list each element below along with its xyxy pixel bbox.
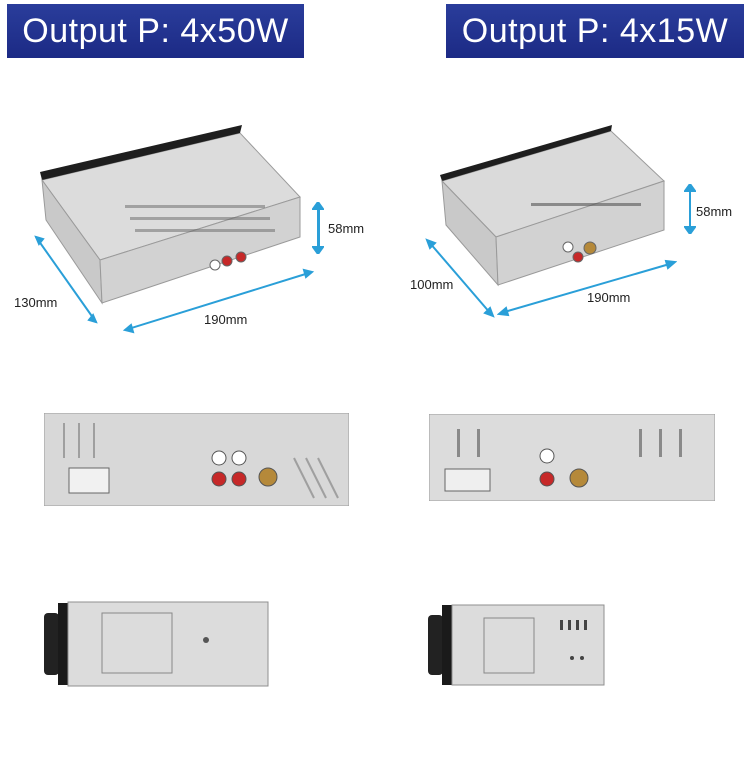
right-width-arrow bbox=[497, 259, 677, 317]
right-height-arrow bbox=[684, 184, 696, 234]
right-depth-arrow bbox=[425, 238, 495, 318]
right-unit-perspective-photo bbox=[440, 125, 665, 287]
right-depth-label: 100mm bbox=[410, 277, 454, 292]
left-width-label: 190mm bbox=[204, 312, 248, 327]
left-height-label: 58mm bbox=[328, 221, 365, 236]
left-unit-rear-photo bbox=[44, 413, 349, 506]
left-height-arrow bbox=[312, 202, 324, 254]
output-power-banner-right: Output P: 4x15W bbox=[446, 4, 744, 58]
output-power-banner-left: Output P: 4x50W bbox=[7, 4, 304, 58]
left-unit-side-photo bbox=[44, 601, 269, 687]
left-unit-perspective-photo bbox=[34, 125, 320, 334]
right-height-label: 58mm bbox=[696, 204, 733, 219]
right-width-label: 190mm bbox=[587, 290, 631, 305]
right-unit-rear-photo bbox=[429, 414, 715, 501]
left-depth-label: 130mm bbox=[14, 295, 58, 310]
right-unit-side-photo bbox=[428, 604, 605, 686]
